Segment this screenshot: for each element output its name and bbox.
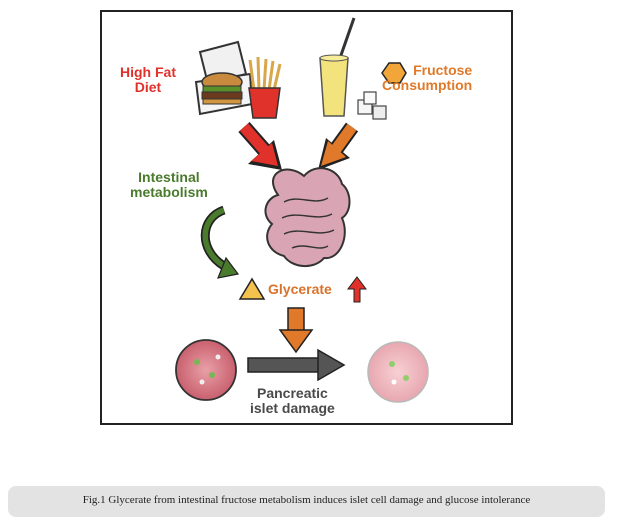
intestinal-label-line2: metabolism	[130, 183, 208, 200]
high-fat-arrow	[238, 122, 282, 170]
intestine-icon	[264, 167, 351, 267]
metabolism-arrow	[200, 205, 240, 279]
sugar-cubes-icon	[357, 91, 387, 120]
fructose-label-line2: Consumption	[382, 76, 473, 93]
glycerate-label: Glycerate	[268, 281, 332, 297]
up-arrow-icon	[347, 276, 367, 303]
caption-bar: Fig.1 Glycerate from intestinal fructose…	[8, 486, 605, 517]
islet-cell-icon	[175, 339, 237, 401]
fructose-consumption-label: Fructose Consumption	[382, 63, 472, 92]
figure-artwork	[175, 17, 429, 403]
fructose-arrow	[318, 122, 359, 170]
figure-panel: High Fat Diet Fructose Consumption Intes…	[100, 10, 513, 425]
high-fat-label-line2: Diet	[134, 78, 162, 95]
hexagon-icon	[381, 62, 407, 84]
pancreatic-label-line1: Pancreatic	[257, 385, 328, 401]
pancreatic-label-line2: islet damage	[250, 399, 335, 416]
intestinal-label-line1: Intestinal	[138, 169, 200, 185]
triangle-icon	[238, 277, 266, 300]
fries-icon	[248, 56, 282, 119]
high-fat-diet-label: High Fat Diet	[120, 65, 176, 94]
fructose-label-line1: Fructose	[413, 62, 473, 78]
high-fat-label-line1: High Fat	[120, 64, 176, 80]
juice-glass-icon	[319, 17, 356, 117]
damaged-islet-cell-icon	[367, 341, 429, 403]
islet-damage-arrow	[247, 348, 346, 382]
burger-icon	[194, 40, 254, 116]
intestinal-metabolism-label: Intestinal metabolism	[130, 170, 208, 199]
glycerate-arrow	[278, 307, 314, 354]
pancreatic-islet-damage-label: Pancreatic islet damage	[250, 386, 335, 415]
figure-caption: Fig.1 Glycerate from intestinal fructose…	[82, 494, 531, 506]
